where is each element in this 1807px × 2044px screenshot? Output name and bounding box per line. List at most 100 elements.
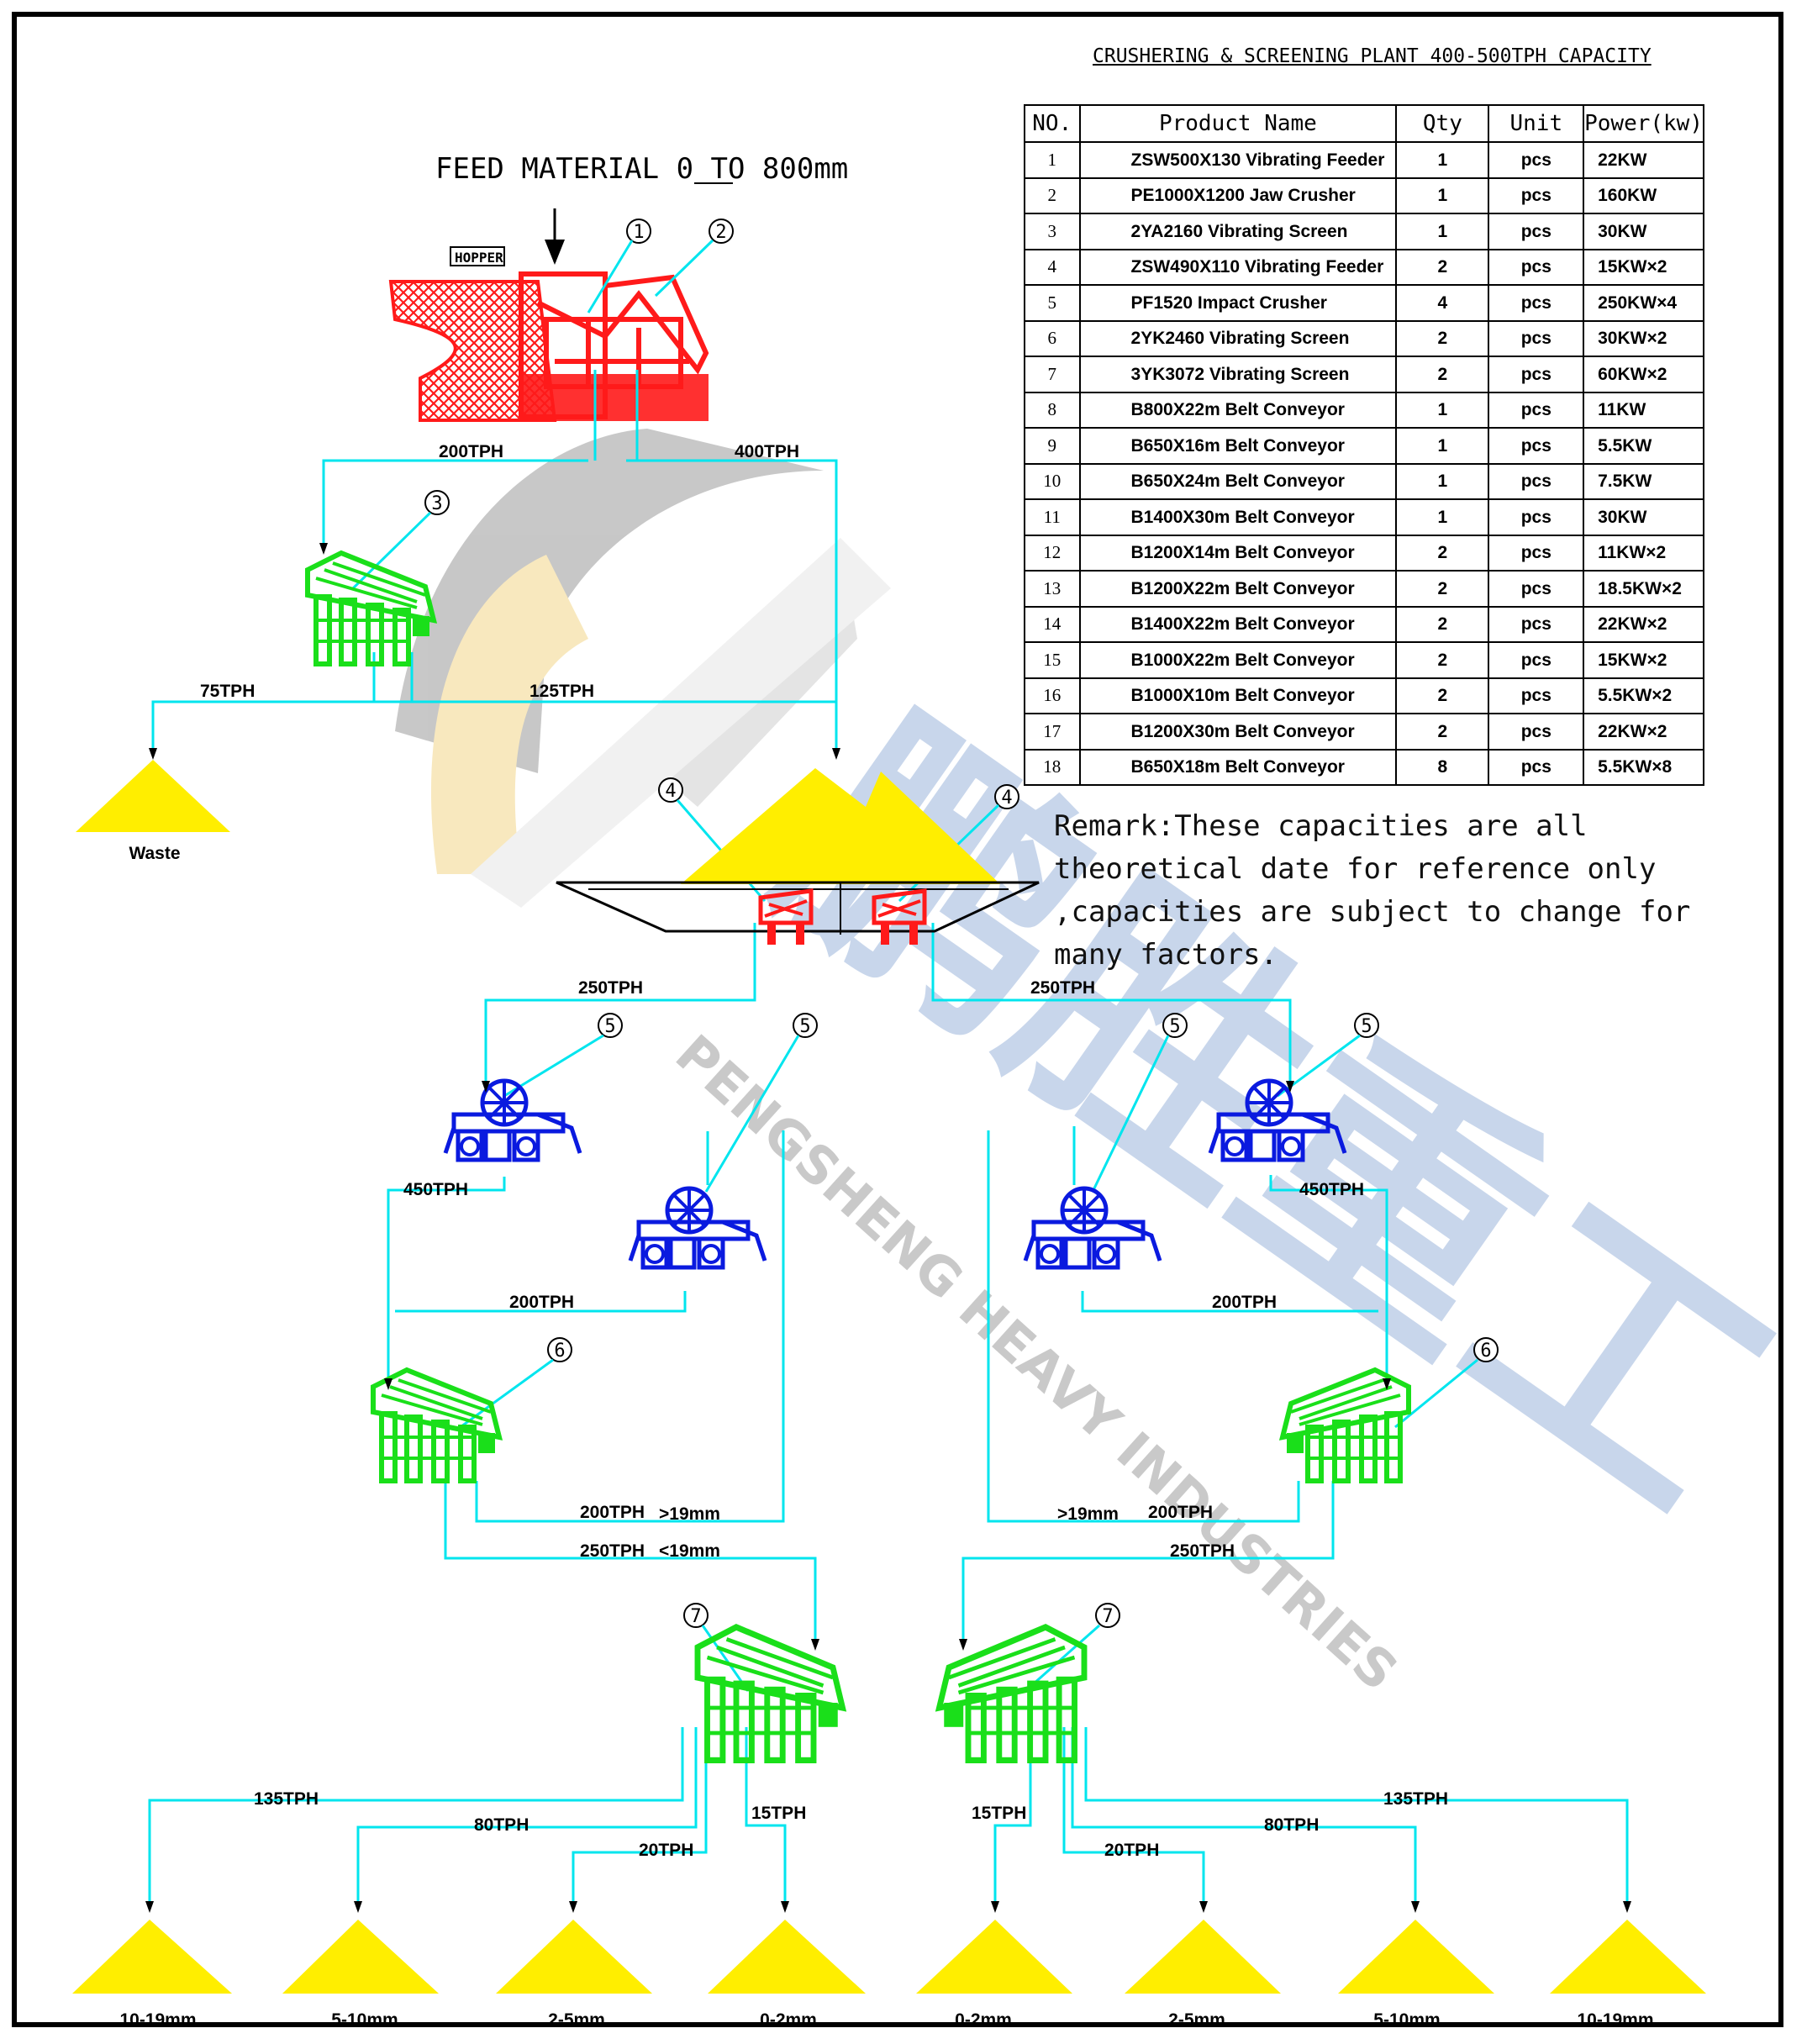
cell-product-name: PF1520 Impact Crusher — [1078, 284, 1398, 322]
cell-qty: 2 — [1395, 677, 1490, 714]
cell-unit: pcs — [1488, 356, 1585, 393]
cell-no: 7 — [1024, 356, 1081, 393]
vibrating-screen-7b-icon — [940, 1627, 1085, 1760]
cell-product-name: 3YK3072 Vibrating Screen — [1078, 356, 1398, 393]
cell-no: 14 — [1024, 605, 1081, 643]
cell-unit: pcs — [1488, 534, 1585, 572]
cell-product-name: PE1000X1200 Jaw Crusher — [1078, 176, 1398, 214]
cell-power: 15KW×2 — [1583, 641, 1704, 679]
cell-product-name: B650X18m Belt Conveyor — [1078, 748, 1398, 786]
cell-no: 2 — [1024, 176, 1081, 214]
item-number-5d-text: 5 — [1361, 1016, 1372, 1037]
flow-label-400tph: 400TPH — [735, 442, 799, 461]
stockpile-0-2mm-left — [708, 1920, 866, 1994]
stockpile-10-19mm-left — [72, 1920, 232, 1994]
cell-unit: pcs — [1488, 427, 1585, 465]
cell-power: 5.5KW×8 — [1583, 748, 1704, 786]
impact-crusher-5b-icon — [630, 1188, 765, 1267]
item-number-6b — [1473, 1337, 1499, 1362]
cell-power: 11KW×2 — [1583, 534, 1704, 572]
cell-unit: pcs — [1488, 391, 1585, 429]
item-number-5b — [793, 1013, 818, 1038]
item-number-6b-text: 6 — [1480, 1341, 1491, 1362]
cell-no: 4 — [1024, 248, 1081, 286]
cell-unit: pcs — [1488, 248, 1585, 286]
col-product-name: Product Name — [1078, 104, 1398, 143]
flow-label-80tph-left: 80TPH — [474, 1815, 529, 1835]
cell-qty: 2 — [1395, 248, 1490, 286]
pile-label-4: 0-2mm — [760, 2010, 817, 2030]
flow-label-135tph-left: 135TPH — [254, 1789, 319, 1809]
cell-product-name: B1200X30m Belt Conveyor — [1078, 713, 1398, 751]
cell-power: 60KW×2 — [1583, 356, 1704, 393]
stockpile-2-5mm-right — [1125, 1920, 1281, 1994]
cell-product-name: B1200X14m Belt Conveyor — [1078, 534, 1398, 572]
flow-label-lt19-left: <19mm — [659, 1541, 720, 1561]
cell-qty: 1 — [1395, 427, 1490, 465]
hopper-icon: HOPPER — [388, 246, 557, 422]
cell-no: 9 — [1024, 427, 1081, 465]
watermark-logo — [395, 429, 891, 908]
cell-power: 30KW — [1583, 498, 1704, 536]
flow-label-15tph-left: 15TPH — [751, 1804, 806, 1823]
cell-product-name: ZSW490X110 Vibrating Feeder — [1078, 248, 1398, 286]
cell-qty: 1 — [1395, 498, 1490, 536]
flow-label-20tph-left: 20TPH — [639, 1841, 693, 1860]
cell-qty: 1 — [1395, 391, 1490, 429]
cell-power: 18.5KW×2 — [1583, 570, 1704, 608]
cell-qty: 2 — [1395, 641, 1490, 679]
stockpile-5-10mm-left — [282, 1920, 439, 1994]
item-number-6a — [547, 1337, 572, 1362]
item-number-2 — [709, 219, 734, 244]
cell-unit: pcs — [1488, 748, 1585, 786]
pile-label-waste: Waste — [129, 844, 180, 863]
cell-qty: 1 — [1395, 213, 1490, 250]
spec-table-header: NO. Product Name Qty Unit Power(kw) — [1024, 104, 1704, 143]
pile-label-1: 10-19mm — [119, 2010, 196, 2030]
cell-no: 13 — [1024, 570, 1081, 608]
cell-qty: 2 — [1395, 534, 1490, 572]
cell-no: 5 — [1024, 284, 1081, 322]
item-number-5b-text: 5 — [799, 1016, 810, 1037]
cell-power: 5.5KW — [1583, 427, 1704, 465]
item-number-3-text: 3 — [431, 493, 442, 514]
cell-no: 11 — [1024, 498, 1081, 536]
flow-label-200tph-left: 200TPH — [509, 1293, 574, 1312]
cell-no: 3 — [1024, 213, 1081, 250]
flow-label-20tph-right: 20TPH — [1104, 1841, 1159, 1860]
item-number-4a — [658, 777, 683, 803]
cell-qty: 1 — [1395, 462, 1490, 500]
item-number-5d — [1354, 1013, 1379, 1038]
item-number-6a-text: 6 — [554, 1341, 565, 1362]
col-qty: Qty — [1395, 104, 1490, 143]
pile-label-5: 0-2mm — [955, 2010, 1012, 2030]
cell-unit: pcs — [1488, 141, 1585, 179]
item-number-7a — [683, 1603, 709, 1628]
item-number-4b — [994, 784, 1019, 809]
cell-product-name: 2YA2160 Vibrating Screen — [1078, 213, 1398, 250]
stockpile-waste — [76, 760, 230, 832]
cell-product-name: ZSW500X130 Vibrating Feeder — [1078, 141, 1398, 179]
cell-no: 8 — [1024, 391, 1081, 429]
pile-label-8: 10-19mm — [1577, 2010, 1653, 2030]
cell-qty: 1 — [1395, 176, 1490, 214]
item-number-5a — [598, 1013, 623, 1038]
cell-power: 7.5KW — [1583, 462, 1704, 500]
cell-qty: 2 — [1395, 570, 1490, 608]
item-number-7a-text: 7 — [690, 1606, 701, 1627]
flow-label-250tph-fines-left: 250TPH — [580, 1541, 645, 1561]
flow-label-250tph-left: 250TPH — [578, 978, 643, 998]
item-number-4b-text: 4 — [1001, 788, 1012, 809]
cell-no: 12 — [1024, 534, 1081, 572]
flow-label-200tph-recirc-left: 200TPH — [580, 1503, 645, 1522]
cell-unit: pcs — [1488, 641, 1585, 679]
col-no: NO. — [1024, 104, 1081, 143]
flow-label-15tph-right: 15TPH — [972, 1804, 1026, 1823]
stockpile-2-5mm-left — [496, 1920, 652, 1994]
drawing-frame — [12, 12, 1783, 2027]
